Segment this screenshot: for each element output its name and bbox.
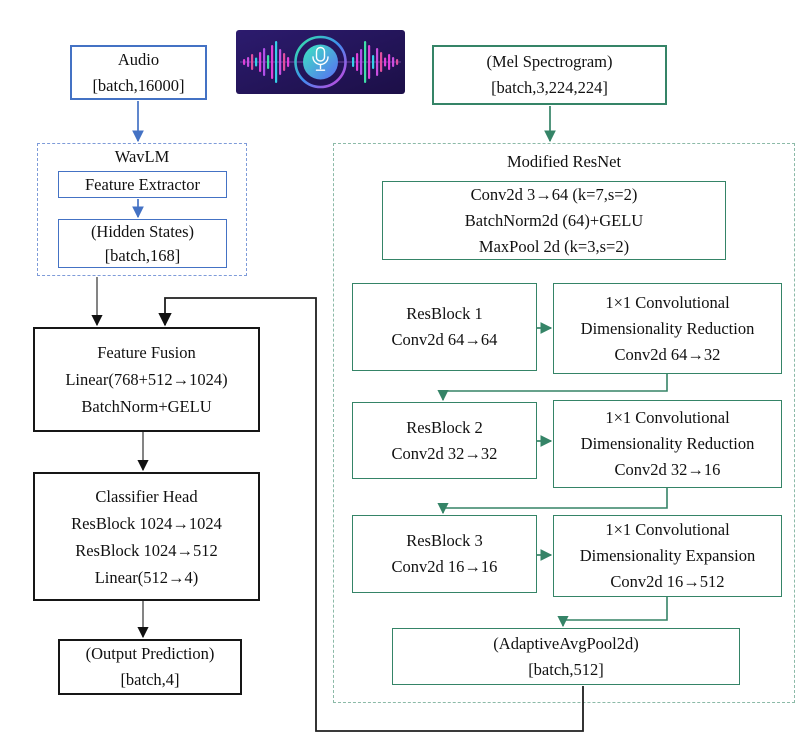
feature-fusion-box: Feature Fusion Linear(768+512→1024) Batc… [33, 327, 260, 432]
reduction2-line1: 1×1 Convolutional [605, 408, 730, 427]
stem-batchnorm: BatchNorm2d (64)+GELU [464, 210, 644, 230]
feature-fusion-linear: Linear(768+512→1024) [65, 370, 228, 389]
classifier-head-title: Classifier Head [95, 486, 198, 506]
mel-spectrogram-box: (Mel Spectrogram) [batch,3,224,224] [432, 45, 667, 105]
adaptive-pool-box: (AdaptiveAvgPool2d) [batch,512] [392, 628, 740, 685]
microphone-icon [312, 46, 329, 71]
resnet-title: Modified ResNet [506, 152, 622, 171]
expansion-conv: Conv2d 16→512 [610, 572, 725, 591]
mic-circle [303, 44, 338, 80]
resblock1-box: ResBlock 1 Conv2d 64→64 [352, 283, 537, 371]
feature-fusion-title: Feature Fusion [97, 343, 196, 362]
classifier-linear: Linear(512→4) [94, 567, 199, 587]
classifier-head-box: Classifier Head ResBlock 1024→1024 ResBl… [33, 472, 260, 601]
pool-shape: [batch,512] [528, 659, 604, 679]
resblock1-conv: Conv2d 64→64 [391, 330, 498, 349]
audio-waveform-image [236, 30, 405, 94]
classifier-resblock-1: ResBlock 1024→1024 [71, 513, 222, 533]
output-shape: [batch,4] [120, 670, 180, 689]
expansion-box: 1×1 Convolutional Dimensionality Expansi… [553, 515, 782, 597]
output-prediction-box: (Output Prediction) [batch,4] [58, 639, 242, 695]
resblock3-box: ResBlock 3 Conv2d 16→16 [352, 515, 537, 593]
mic-ring [294, 35, 347, 89]
output-label: (Output Prediction) [85, 644, 215, 663]
hidden-states-label: (Hidden States) [90, 221, 195, 241]
resblock1-title: ResBlock 1 [406, 304, 483, 323]
audio-waveform-svg [236, 30, 405, 94]
audio-label: Audio [117, 49, 160, 69]
resblock2-conv: Conv2d 32→32 [391, 443, 498, 463]
classifier-resblock-2: ResBlock 1024→512 [75, 540, 218, 560]
waveform-bars [243, 41, 399, 83]
audio-shape: [batch,16000] [92, 75, 185, 95]
wavlm-title: WavLM [114, 147, 170, 166]
reduction2-line2: Dimensionality Reduction [580, 434, 755, 453]
reduction1-line1: 1×1 Convolutional [605, 292, 730, 312]
resblock3-conv: Conv2d 16→16 [391, 557, 498, 576]
feature-extractor-box: Feature Extractor [58, 171, 227, 198]
hidden-states-shape: [batch,168] [104, 245, 181, 265]
wavlm-container [37, 143, 247, 276]
conv-stem-box: Conv2d 3→64 (k=7,s=2) BatchNorm2d (64)+G… [382, 181, 726, 260]
resblock2-title: ResBlock 2 [406, 417, 483, 437]
mel-label: (Mel Spectrogram) [486, 52, 613, 71]
reduction1-box: 1×1 Convolutional Dimensionality Reducti… [553, 283, 782, 374]
pool-label: (AdaptiveAvgPool2d) [493, 633, 639, 653]
feature-extractor-label: Feature Extractor [85, 174, 200, 194]
audio-input-box: Audio [batch,16000] [70, 45, 207, 100]
reduction1-line2: Dimensionality Reduction [580, 318, 755, 338]
feature-fusion-norm: BatchNorm+GELU [81, 397, 212, 416]
mel-shape: [batch,3,224,224] [491, 78, 608, 97]
resblock3-title: ResBlock 3 [406, 531, 483, 550]
expansion-line1: 1×1 Convolutional [605, 520, 730, 539]
resblock2-box: ResBlock 2 Conv2d 32→32 [352, 402, 537, 479]
expansion-line2: Dimensionality Expansion [579, 546, 756, 565]
reduction1-conv: Conv2d 64→32 [614, 344, 721, 364]
reduction2-box: 1×1 Convolutional Dimensionality Reducti… [553, 400, 782, 488]
stem-conv: Conv2d 3→64 (k=7,s=2) [470, 184, 638, 204]
hidden-states-box: (Hidden States) [batch,168] [58, 219, 227, 268]
stem-maxpool: MaxPool 2d (k=3,s=2) [478, 236, 630, 256]
reduction2-conv: Conv2d 32→16 [614, 460, 721, 479]
